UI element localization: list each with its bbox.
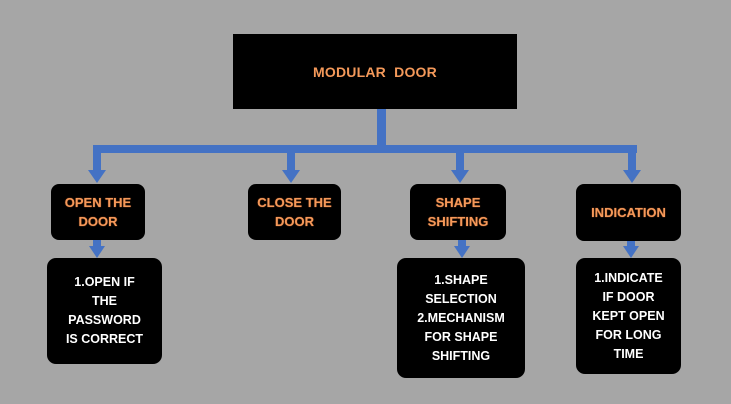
arrow-to-shape-shifting	[451, 170, 469, 183]
detail-indication: 1.INDICATE IF DOOR KEPT OPEN FOR LONG TI…	[576, 258, 681, 374]
arrow-to-open-the-door	[88, 170, 106, 183]
node-close-the-door-label: CLOSE THE DOOR	[257, 195, 332, 229]
node-indication-label: INDICATION	[591, 205, 666, 220]
horizontal-bus-connector	[93, 145, 637, 153]
node-open-the-door: OPEN THE DOOR	[51, 184, 145, 240]
root-node-modular-door: MODULAR DOOR	[233, 34, 517, 109]
node-shape-shifting-label: SHAPE SHIFTING	[427, 195, 489, 229]
detail-open-the-door: 1.OPEN IF THE PASSWORD IS CORRECT	[47, 258, 162, 364]
detail-shape-shifting: 1.SHAPE SELECTION 2.MECHANISM FOR SHAPE …	[397, 258, 525, 378]
arrow-to-open-details	[89, 246, 105, 258]
node-open-the-door-label: OPEN THE DOOR	[64, 195, 132, 229]
arrow-to-indication-details	[623, 246, 639, 258]
root-node-label: MODULAR DOOR	[313, 63, 437, 80]
arrow-to-shape-details	[454, 246, 470, 258]
node-shape-shifting: SHAPE SHIFTING	[410, 184, 506, 240]
arrow-to-close-the-door	[282, 170, 300, 183]
detail-shape-shifting-label: 1.SHAPE SELECTION 2.MECHANISM FOR SHAPE …	[417, 272, 505, 363]
detail-indication-label: 1.INDICATE IF DOOR KEPT OPEN FOR LONG TI…	[592, 270, 665, 361]
node-indication: INDICATION	[576, 184, 681, 241]
root-stem-connector	[377, 109, 386, 148]
node-close-the-door: CLOSE THE DOOR	[248, 184, 341, 240]
detail-open-the-door-label: 1.OPEN IF THE PASSWORD IS CORRECT	[65, 275, 144, 346]
arrow-to-indication	[623, 170, 641, 183]
